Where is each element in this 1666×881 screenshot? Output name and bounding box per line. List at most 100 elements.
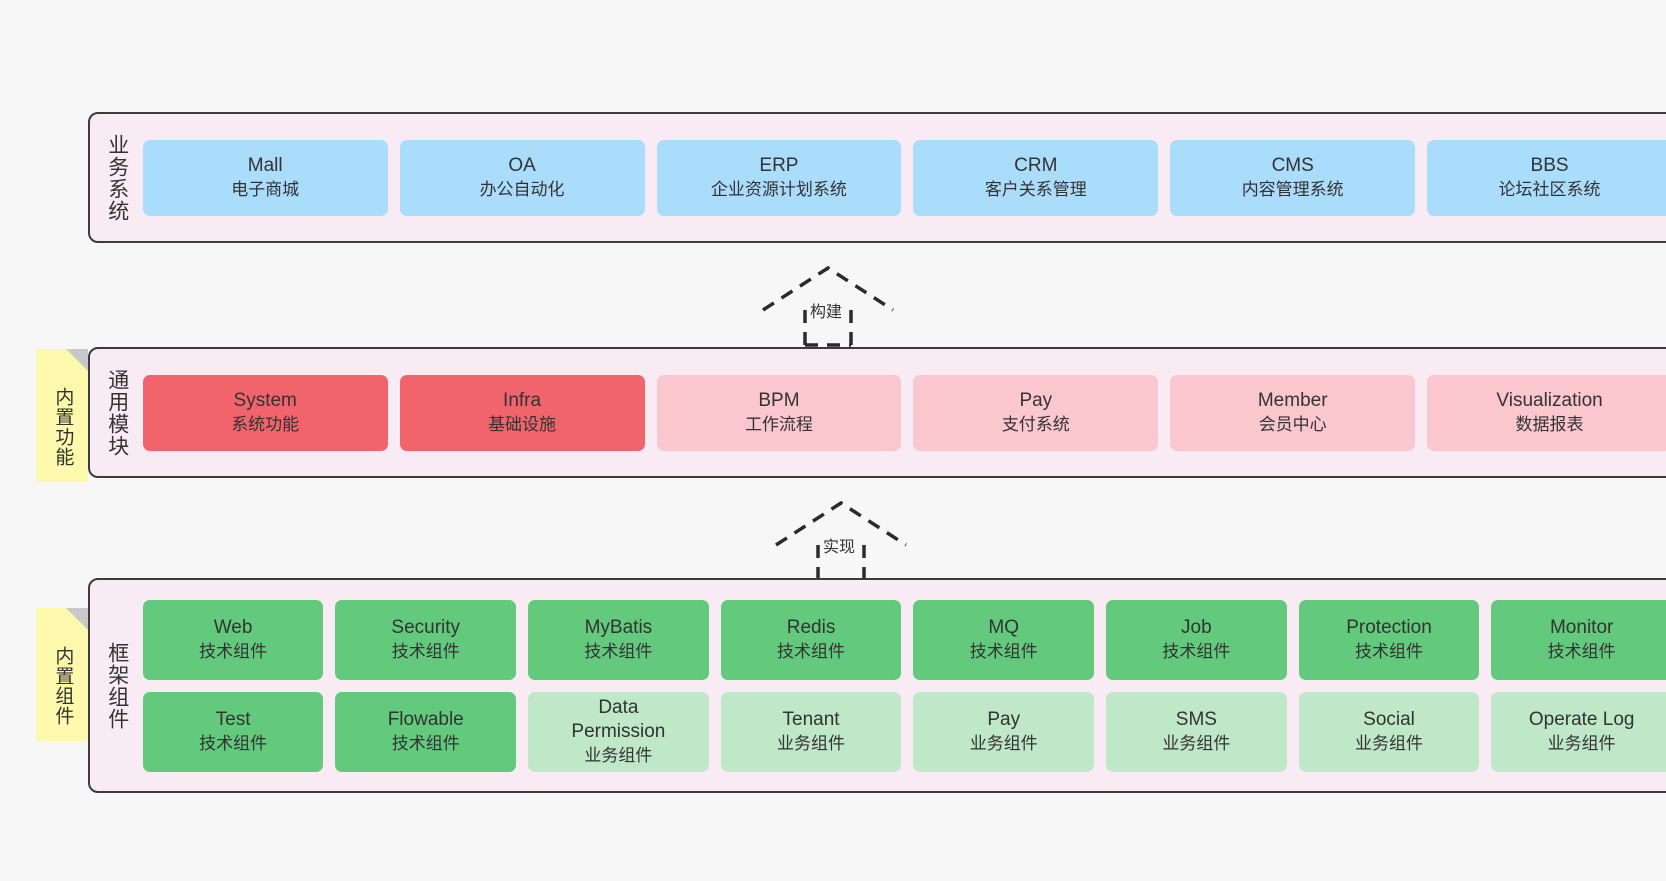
layer-framework-component: 框架组件 Web 技术组件 Security 技术组件 MyBatis 技术组件… — [88, 578, 1666, 793]
node-subtitle: 业务组件 — [1162, 733, 1231, 753]
node-subtitle: 系统功能 — [231, 414, 300, 434]
node-operate-log[interactable]: Operate Log 业务组件 — [1491, 691, 1666, 772]
node-title: Flowable — [387, 709, 464, 731]
layer-body-framework-component: Web 技术组件 Security 技术组件 MyBatis 技术组件 Redi… — [139, 599, 1666, 772]
node-subtitle: 数据报表 — [1515, 414, 1584, 434]
node-bpm[interactable]: BPM 工作流程 — [656, 374, 902, 451]
connector-label-implement: 实现 — [823, 539, 856, 556]
sticky-note-text: 内置组件 — [52, 645, 74, 726]
node-data-permission[interactable]: Data Permission 业务组件 — [528, 691, 709, 772]
node-subtitle: 技术组件 — [199, 641, 268, 661]
node-title: Web — [213, 617, 253, 639]
node-job[interactable]: Job 技术组件 — [1106, 599, 1287, 680]
node-member[interactable]: Member 会员中心 — [1170, 374, 1416, 451]
node-oa[interactable]: OA 办公自动化 — [399, 139, 645, 216]
node-monitor[interactable]: Monitor 技术组件 — [1491, 599, 1666, 680]
node-title: Protection — [1346, 617, 1432, 639]
node-title: Security — [391, 617, 461, 639]
node-sms[interactable]: SMS 业务组件 — [1106, 691, 1287, 772]
node-subtitle: 企业资源计划系统 — [710, 179, 847, 199]
node-subtitle: 技术组件 — [1162, 641, 1231, 661]
sticky-fold-corner-icon — [66, 349, 88, 371]
node-web[interactable]: Web 技术组件 — [142, 599, 324, 680]
layer-business-system: 业务系统 Mall 电子商城 OA 办公自动化 ERP 企业资源计划系统 CRM… — [88, 112, 1666, 243]
node-subtitle: 会员中心 — [1258, 414, 1327, 434]
node-crm[interactable]: CRM 客户关系管理 — [913, 139, 1159, 216]
node-pay-component[interactable]: Pay 业务组件 — [913, 691, 1095, 772]
connector-build: 构建 — [755, 262, 925, 347]
node-test[interactable]: Test 技术组件 — [142, 691, 324, 772]
build-arrow-icon — [762, 265, 894, 347]
node-flowable[interactable]: Flowable 技术组件 — [335, 691, 517, 772]
node-tenant[interactable]: Tenant 业务组件 — [720, 691, 902, 772]
layer-body-business-system: Mall 电子商城 OA 办公自动化 ERP 企业资源计划系统 CRM 客户关系… — [139, 139, 1666, 216]
node-subtitle: 技术组件 — [584, 641, 653, 661]
node-title: CMS — [1271, 155, 1314, 177]
node-mybatis[interactable]: MyBatis 技术组件 — [528, 599, 709, 680]
node-subtitle: 内容管理系统 — [1241, 179, 1344, 199]
node-title: Social — [1363, 709, 1415, 731]
node-bbs[interactable]: BBS 论坛社区系统 — [1427, 139, 1666, 216]
node-title: Infra — [503, 390, 542, 412]
sticky-note-text: 内置功能 — [52, 386, 74, 467]
node-cms[interactable]: CMS 内容管理系统 — [1170, 139, 1416, 216]
layer-common-module: 通用模块 System 系统功能 Infra 基础设施 BPM 工作流程 Pay… — [88, 347, 1666, 478]
layer-caption-common-module: 通用模块 — [105, 368, 129, 457]
node-visualization[interactable]: Visualization 数据报表 — [1427, 374, 1666, 451]
node-title: Mall — [247, 155, 283, 177]
node-redis[interactable]: Redis 技术组件 — [720, 599, 902, 680]
node-protection[interactable]: Protection 技术组件 — [1298, 599, 1480, 680]
node-subtitle: 业务组件 — [969, 733, 1038, 753]
node-subtitle: 论坛社区系统 — [1498, 179, 1601, 199]
node-mall[interactable]: Mall 电子商城 — [142, 139, 388, 216]
node-title: Operate Log — [1528, 709, 1635, 731]
node-title: Member — [1257, 390, 1328, 412]
node-title: MyBatis — [584, 617, 653, 639]
node-title: ERP — [759, 155, 799, 177]
node-infra[interactable]: Infra 基础设施 — [399, 374, 645, 451]
node-subtitle: 业务组件 — [584, 746, 653, 766]
layer-caption-framework-component: 框架组件 — [105, 641, 129, 730]
node-title: Redis — [786, 617, 836, 639]
node-title: Test — [215, 709, 251, 731]
node-subtitle: 电子商城 — [231, 179, 300, 199]
node-subtitle: 技术组件 — [1547, 641, 1616, 661]
node-erp[interactable]: ERP 企业资源计划系统 — [656, 139, 902, 216]
node-subtitle: 业务组件 — [1547, 733, 1616, 753]
node-title: BPM — [758, 390, 800, 412]
sticky-fold-corner-icon — [66, 608, 88, 630]
sticky-note-builtin-component: 内置组件 — [36, 608, 88, 741]
node-title: Visualization — [1496, 390, 1603, 412]
node-title: Monitor — [1549, 617, 1614, 639]
node-mq[interactable]: MQ 技术组件 — [913, 599, 1095, 680]
connector-implement: 实现 — [768, 497, 938, 582]
node-title: CRM — [1014, 155, 1058, 177]
node-subtitle: 技术组件 — [969, 641, 1038, 661]
sticky-note-builtin-function: 内置功能 — [36, 349, 88, 482]
node-security[interactable]: Security 技术组件 — [335, 599, 517, 680]
node-title: Job — [1181, 617, 1212, 639]
node-pay[interactable]: Pay 支付系统 — [913, 374, 1159, 451]
node-title: SMS — [1175, 709, 1217, 731]
node-title: BBS — [1530, 155, 1569, 177]
node-subtitle: 支付系统 — [1001, 414, 1070, 434]
node-subtitle: 业务组件 — [777, 733, 846, 753]
layer-body-common-module: System 系统功能 Infra 基础设施 BPM 工作流程 Pay 支付系统… — [139, 374, 1666, 451]
node-subtitle: 办公自动化 — [479, 179, 565, 199]
node-subtitle: 工作流程 — [744, 414, 813, 434]
layer-caption-business-system: 业务系统 — [105, 133, 129, 222]
node-subtitle: 技术组件 — [391, 733, 460, 753]
node-subtitle: 技术组件 — [199, 733, 268, 753]
node-social[interactable]: Social 业务组件 — [1298, 691, 1480, 772]
node-title: Pay — [987, 709, 1021, 731]
node-title: System — [233, 390, 297, 412]
node-subtitle: 技术组件 — [1355, 641, 1424, 661]
node-subtitle: 技术组件 — [391, 641, 460, 661]
node-title: Pay — [1019, 390, 1053, 412]
node-title: Data Permission — [571, 696, 666, 743]
node-title: OA — [508, 155, 536, 177]
node-subtitle: 基础设施 — [488, 414, 557, 434]
node-system[interactable]: System 系统功能 — [142, 374, 388, 451]
connector-label-build: 构建 — [810, 304, 843, 321]
